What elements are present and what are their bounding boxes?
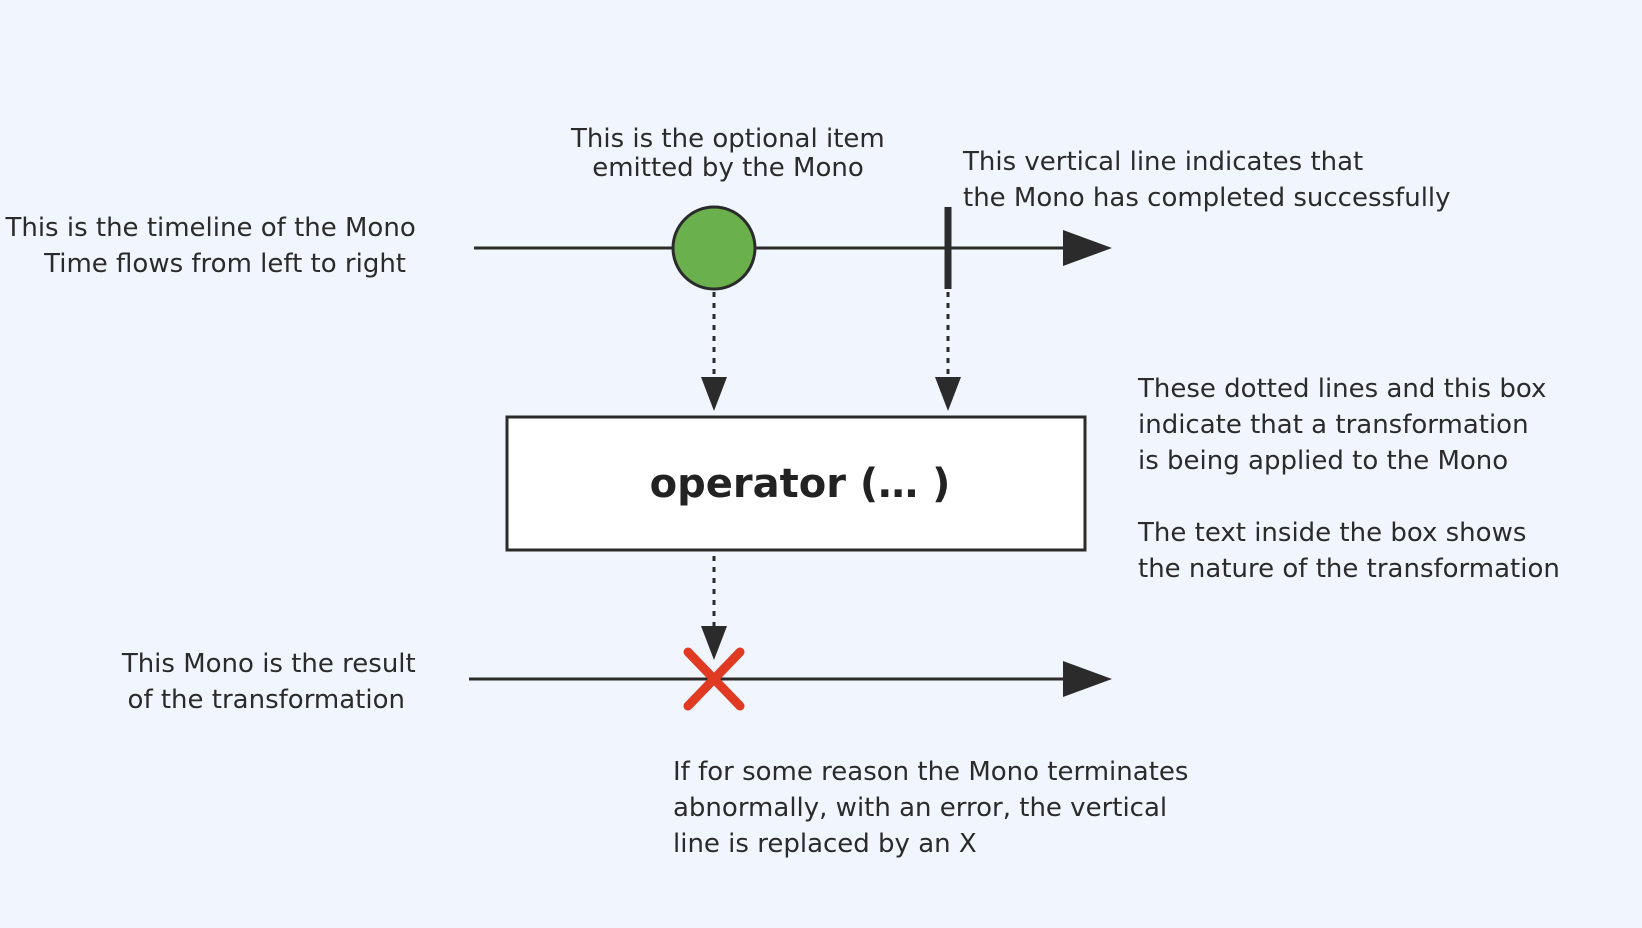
error-annotation-line: If for some reason the Mono terminates: [673, 757, 1188, 787]
box-text-annotation-line: The text inside the box shows: [1137, 518, 1526, 548]
transformation-annotation-line: indicate that a transformation: [1138, 410, 1529, 440]
item-annotation-line: emitted by the Mono: [592, 153, 864, 183]
error-annotation-line: abnormally, with an error, the vertical: [673, 793, 1167, 823]
timeline-annotation-line: Time flows from left to right: [43, 249, 406, 279]
operator-label: operator (… ): [650, 461, 951, 507]
timeline-annotation-line: This is the timeline of the Mono: [4, 213, 415, 243]
transformation-annotation: These dotted lines and this box indicate…: [1137, 374, 1555, 476]
source-timeline-arrowhead: [1063, 230, 1112, 266]
completion-annotation-line: the Mono has completed successfully: [963, 183, 1451, 213]
source-timeline: [474, 205, 1112, 291]
error-x-icon: [683, 647, 745, 711]
result-timeline: [469, 647, 1112, 711]
timeline-annotation: This is the timeline of the Mono Time fl…: [4, 213, 424, 279]
result-annotation: This Mono is the result of the transform…: [121, 649, 424, 715]
operator-box-frame: [505, 415, 1087, 552]
emitted-item-marble: [671, 205, 757, 291]
box-text-annotation-line: the nature of the transformation: [1138, 554, 1560, 584]
result-timeline-arrowhead: [1063, 661, 1112, 697]
item-annotation-line: This is the optional item: [570, 124, 885, 154]
transformation-annotation-line: is being applied to the Mono: [1138, 446, 1508, 476]
error-annotation: If for some reason the Mono terminates a…: [673, 757, 1197, 859]
transformation-annotation-line: These dotted lines and this box: [1137, 374, 1546, 404]
transformation-connectors: [701, 292, 961, 660]
completion-annotation: This vertical line indicates that the Mo…: [962, 147, 1451, 213]
box-text-annotation: The text inside the box shows the nature…: [1137, 518, 1560, 584]
output-connector-arrowhead: [701, 626, 727, 660]
error-annotation-line: line is replaced by an X: [673, 829, 977, 859]
completion-connector-arrowhead: [935, 377, 961, 411]
item-connector-arrowhead: [701, 377, 727, 411]
result-annotation-line: of the transformation: [128, 685, 405, 715]
operator-box: operator (… ): [505, 415, 1087, 552]
result-annotation-line: This Mono is the result: [121, 649, 416, 679]
item-annotation: This is the optional item emitted by the…: [570, 124, 893, 183]
completion-annotation-line: This vertical line indicates that: [962, 147, 1363, 177]
